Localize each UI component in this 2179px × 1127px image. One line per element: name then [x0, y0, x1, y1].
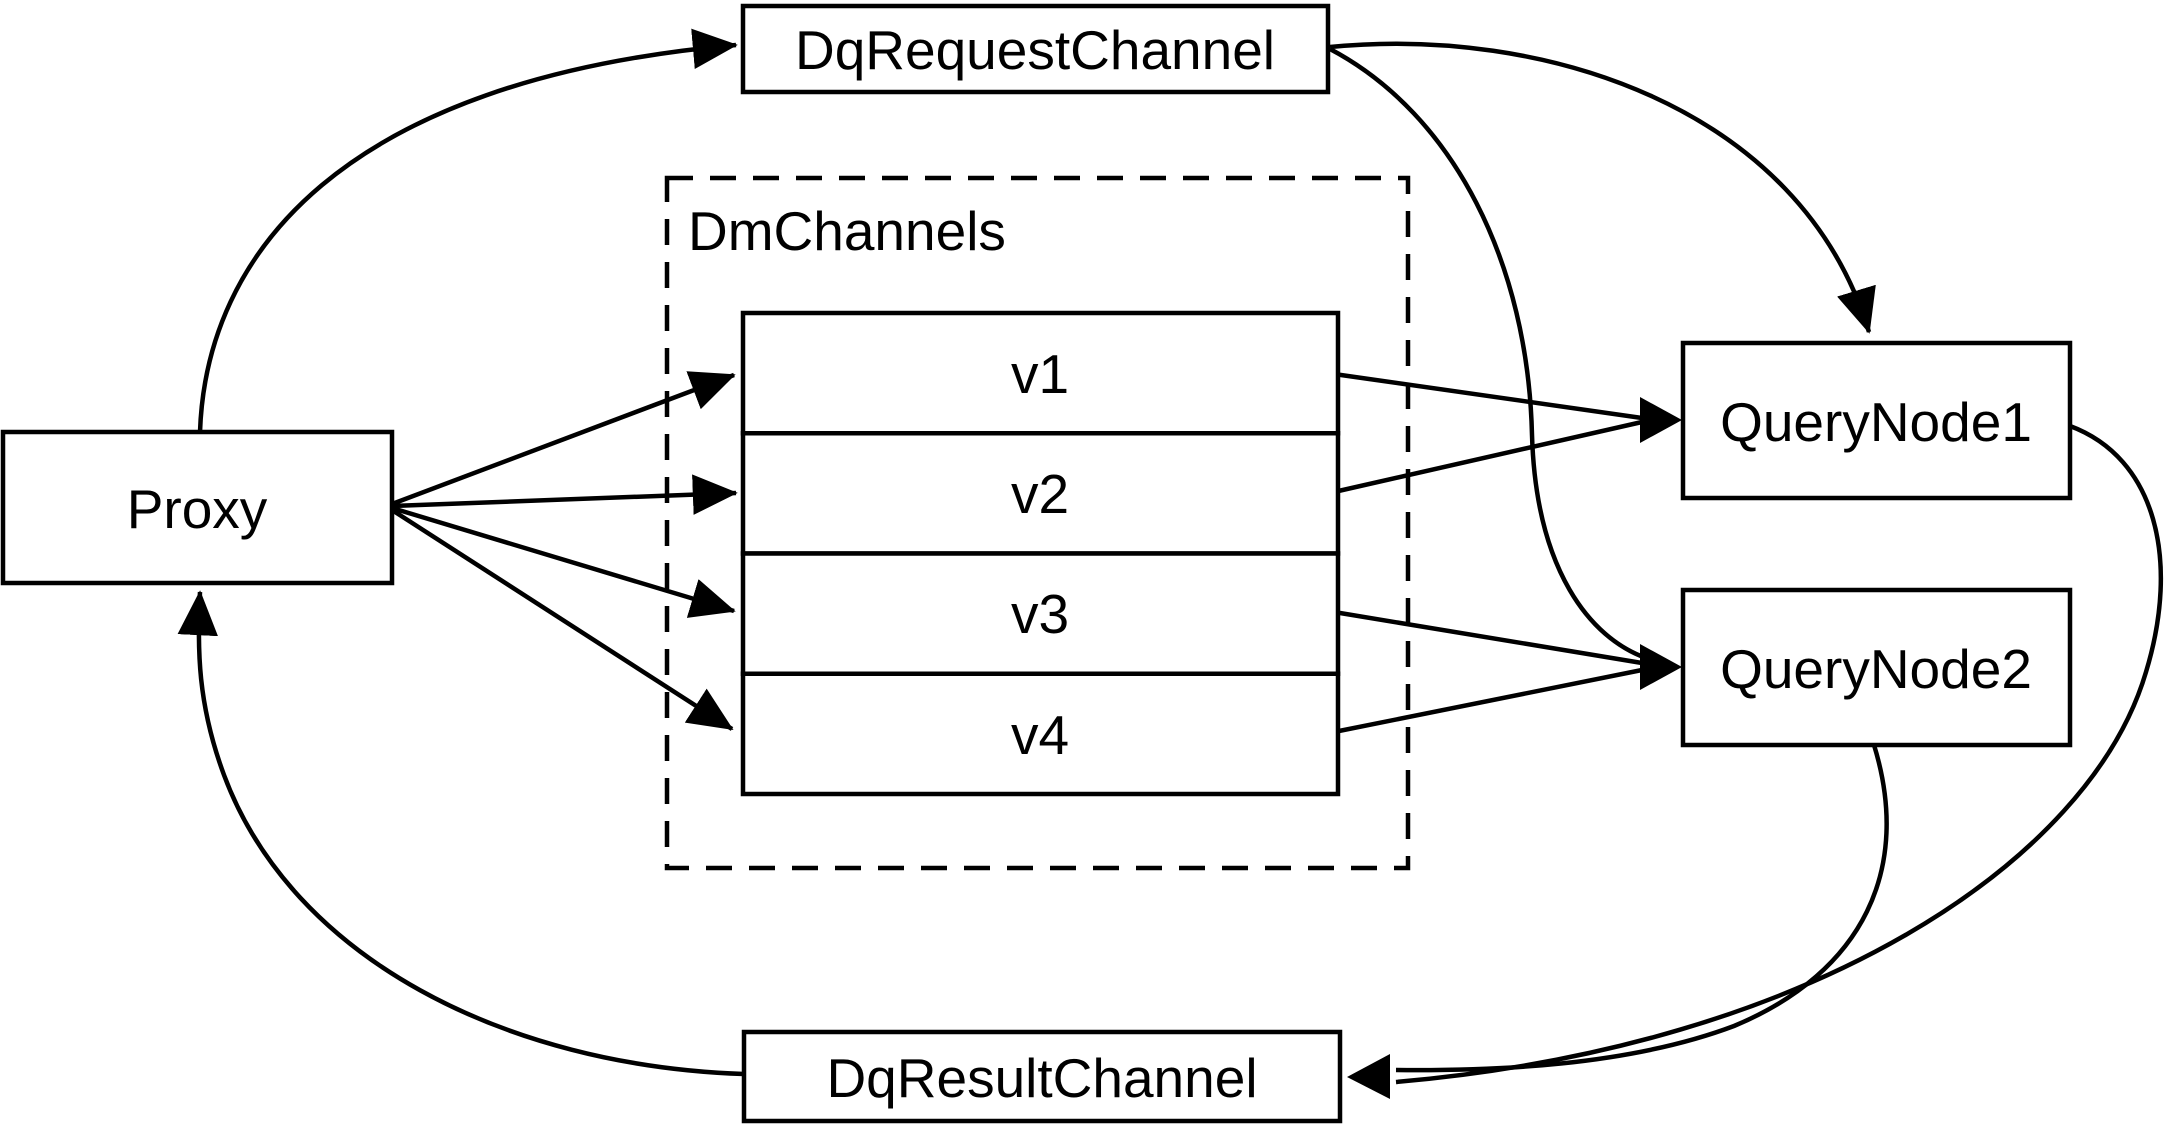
- query-node-2-box: [1680, 587, 2073, 748]
- channel-v4-box: [740, 671, 1341, 797]
- proxy-label: Proxy: [127, 478, 268, 540]
- query-node-1-box: [1680, 340, 2073, 501]
- channel-v1-box: [740, 310, 1341, 436]
- dm-channels-group-box: [664, 175, 1411, 871]
- edge-dqresultchannel-to-proxy: [177, 590, 745, 1077]
- channel-v1-label: v1: [1011, 343, 1069, 405]
- arrowhead-into-dqresultchannel: [1347, 1054, 1390, 1099]
- channel-v3-label: v3: [1011, 583, 1069, 645]
- edge-dqrequestchannel-to-querynode2: [1328, 47, 1647, 661]
- query-node-1-label: QueryNode1: [1720, 391, 2032, 453]
- dq-request-channel-label: DqRequestChannel: [795, 19, 1275, 81]
- edge-proxy-to-dqrequestchannel: [197, 28, 738, 433]
- channel-v4-label: v4: [1011, 704, 1069, 766]
- edge-querynode2-to-dqresultchannel: [1395, 744, 1889, 1073]
- edges: [177, 28, 2164, 1085]
- dq-request-channel-box: [740, 3, 1331, 95]
- dq-result-channel-label: DqResultChannel: [826, 1047, 1257, 1109]
- edge-proxy-to-v2: [391, 474, 738, 515]
- dq-result-channel-box: [741, 1029, 1343, 1124]
- edge-proxy-to-v3: [391, 505, 736, 618]
- channel-v2-label: v2: [1011, 463, 1069, 525]
- edge-proxy-to-v1: [391, 371, 736, 507]
- edge-v2-to-querynode1: [1333, 419, 1643, 495]
- edge-v1-to-querynode1: [1333, 371, 1643, 421]
- arrowhead-into-querynode1: [1640, 397, 1682, 443]
- edge-proxy-to-v4: [390, 508, 734, 731]
- query-node-2-label: QueryNode2: [1720, 638, 2032, 700]
- edge-v4-to-querynode2: [1333, 667, 1643, 735]
- channel-v2-box: [740, 431, 1341, 556]
- arrowhead-into-querynode2: [1640, 644, 1682, 690]
- channel-v3-box: [740, 551, 1341, 676]
- nodes: Proxy DqRequestChannel v1 v2 v3 v4 Query…: [0, 3, 2073, 1124]
- edge-v3-to-querynode2: [1333, 609, 1643, 666]
- dm-channels-group-label: DmChannels: [688, 200, 1006, 262]
- proxy-box: [0, 429, 395, 586]
- edge-dqrequestchannel-to-querynode1: [1329, 41, 1876, 334]
- edge-querynode1-to-dqresultchannel: [1395, 423, 2164, 1085]
